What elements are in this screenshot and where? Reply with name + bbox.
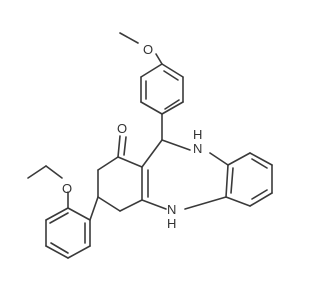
atom-label-nh-upper: H N — [193, 127, 206, 156]
diazepine-ring — [141, 139, 229, 210]
methoxy-group — [119, 32, 163, 65]
ethoxy-group — [27, 165, 69, 209]
ethoxyphenyl-ring — [45, 207, 91, 259]
cyclohexenone-ring — [97, 156, 143, 212]
atom-label-nh-lower: N H — [167, 202, 180, 231]
atom-label-o-ethoxy: O — [62, 181, 72, 196]
carbonyl-bond — [117, 135, 127, 158]
molecule-canvas: O O H N N H O — [27, 32, 273, 259]
atom-label-o-methoxy: O — [143, 42, 153, 57]
aryl-c3-bond — [89, 196, 99, 221]
benzo-ring — [225, 152, 273, 207]
methoxyphenyl-ring — [140, 63, 184, 115]
molecule-structure: O O H N N H O — [27, 32, 273, 259]
atom-label-o-carbonyl: O — [117, 121, 127, 136]
